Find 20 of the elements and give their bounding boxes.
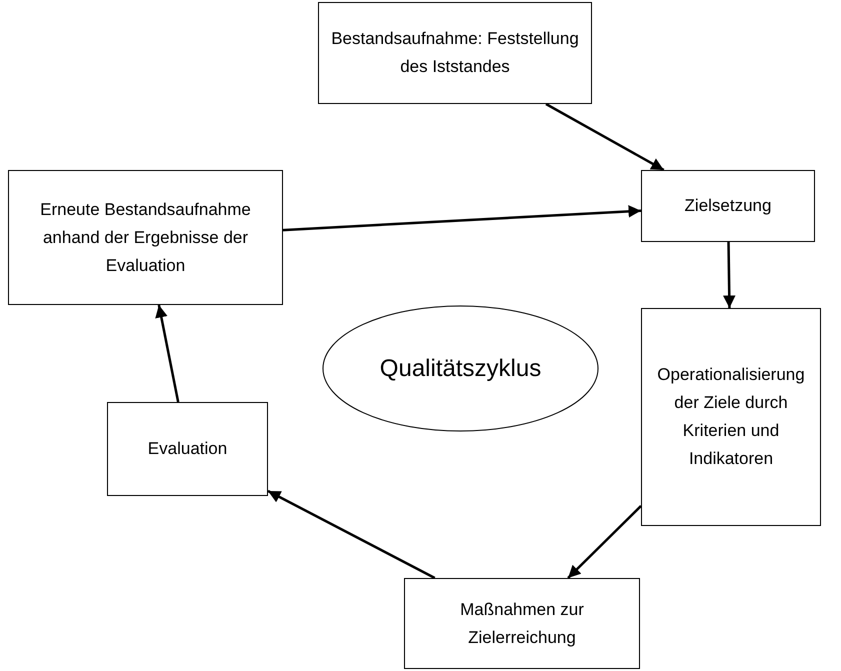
node-text: Evaluation — [148, 438, 228, 460]
node-text: Bestandsaufnahme: Feststellung des Iststandes — [330, 28, 580, 78]
arrow — [282, 205, 642, 232]
arrow — [723, 242, 736, 308]
process-box — [641, 308, 821, 526]
node-text: Zielsetzung — [684, 195, 772, 217]
process-box — [107, 402, 268, 496]
process-box — [318, 2, 592, 104]
arrow — [155, 304, 180, 402]
process-box — [641, 170, 815, 242]
process-box — [8, 170, 283, 305]
node-text: Operationalisierung der Ziele durch Kriterien und Indikatoren — [656, 364, 806, 470]
arrow — [545, 102, 664, 172]
node-text: Maßnahmen zur Zielerreichung — [459, 598, 585, 648]
process-box — [404, 578, 640, 669]
node-text: Qualitätszyklus — [380, 354, 542, 384]
ellipse-node — [322, 305, 599, 432]
arrow — [267, 490, 436, 580]
node-text: Erneute Bestandsaufnahme anhand der Ergebnisse der Evaluation — [39, 198, 252, 276]
arrow — [567, 505, 642, 579]
